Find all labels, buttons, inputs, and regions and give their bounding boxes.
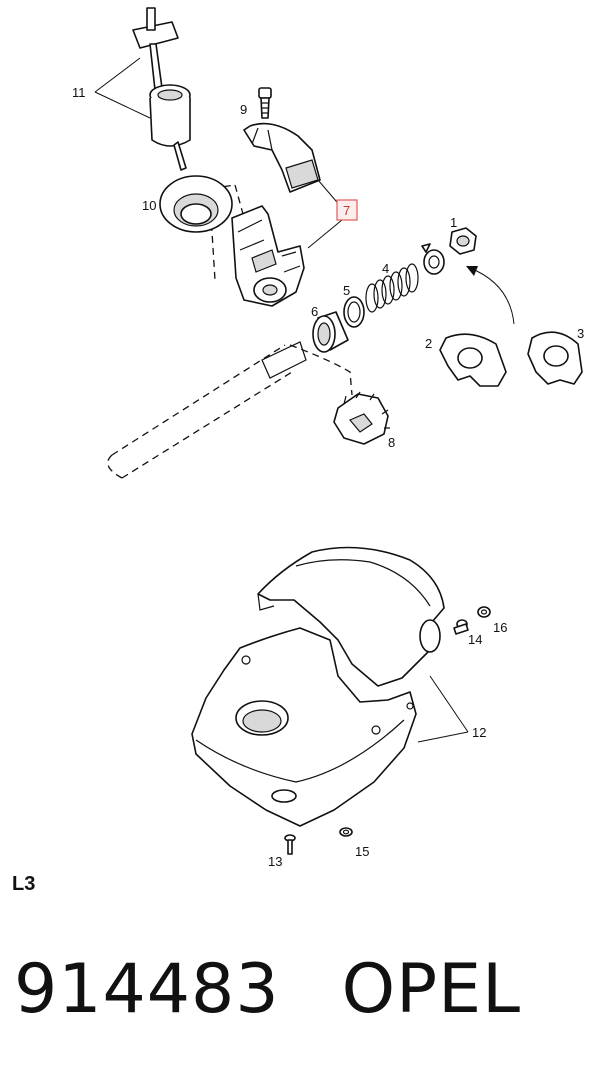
callout-4: 4 — [382, 261, 389, 276]
brand-name: OPEL — [341, 950, 521, 1029]
bushing — [312, 311, 349, 353]
callout-11: 11 — [72, 85, 86, 100]
section-label: L3 — [12, 873, 36, 895]
callout-1: 1 — [450, 215, 457, 230]
lock-plate — [439, 333, 507, 387]
lock-plate-alt — [527, 331, 583, 385]
spacer-ring — [343, 296, 365, 328]
highlight-box-7 — [336, 199, 358, 221]
ring-seal — [159, 175, 233, 233]
callout-8: 8 — [388, 435, 395, 450]
steering-lock-housing — [231, 205, 305, 307]
callout-10: 10 — [142, 198, 156, 213]
ignition-key-and-lock-cylinder — [132, 7, 191, 171]
nut-15 — [339, 827, 353, 837]
callout-7: 7 — [343, 203, 350, 218]
assembly-arrow — [466, 266, 515, 325]
callout-3: 3 — [577, 326, 584, 341]
nut-16 — [477, 606, 491, 618]
callout-16: 16 — [493, 620, 507, 635]
callout-5: 5 — [343, 283, 350, 298]
tab-washer — [421, 243, 445, 275]
screw-14 — [453, 619, 469, 635]
spring — [365, 263, 419, 313]
screw-13 — [284, 834, 296, 855]
callout-13: 13 — [268, 854, 282, 869]
callout-2: 2 — [425, 336, 432, 351]
hex-nut — [449, 227, 477, 255]
callout-12: 12 — [472, 725, 486, 740]
callout-6: 6 — [311, 304, 318, 319]
footer-caption: 914483 OPEL — [14, 950, 521, 1029]
switch-housing-cover — [243, 122, 321, 193]
callout-9: 9 — [240, 102, 247, 117]
callout-15: 15 — [355, 844, 369, 859]
gear-unit — [333, 391, 390, 445]
part-number: 914483 — [14, 950, 280, 1029]
screw — [258, 87, 272, 119]
exploded-parts-diagram: 1 2 3 4 5 6 7 8 9 10 11 12 13 14 15 16 — [72, 7, 584, 869]
callout-14: 14 — [468, 632, 482, 647]
upper-steering-column-shroud — [257, 546, 445, 687]
lower-steering-column-shroud — [191, 627, 417, 827]
